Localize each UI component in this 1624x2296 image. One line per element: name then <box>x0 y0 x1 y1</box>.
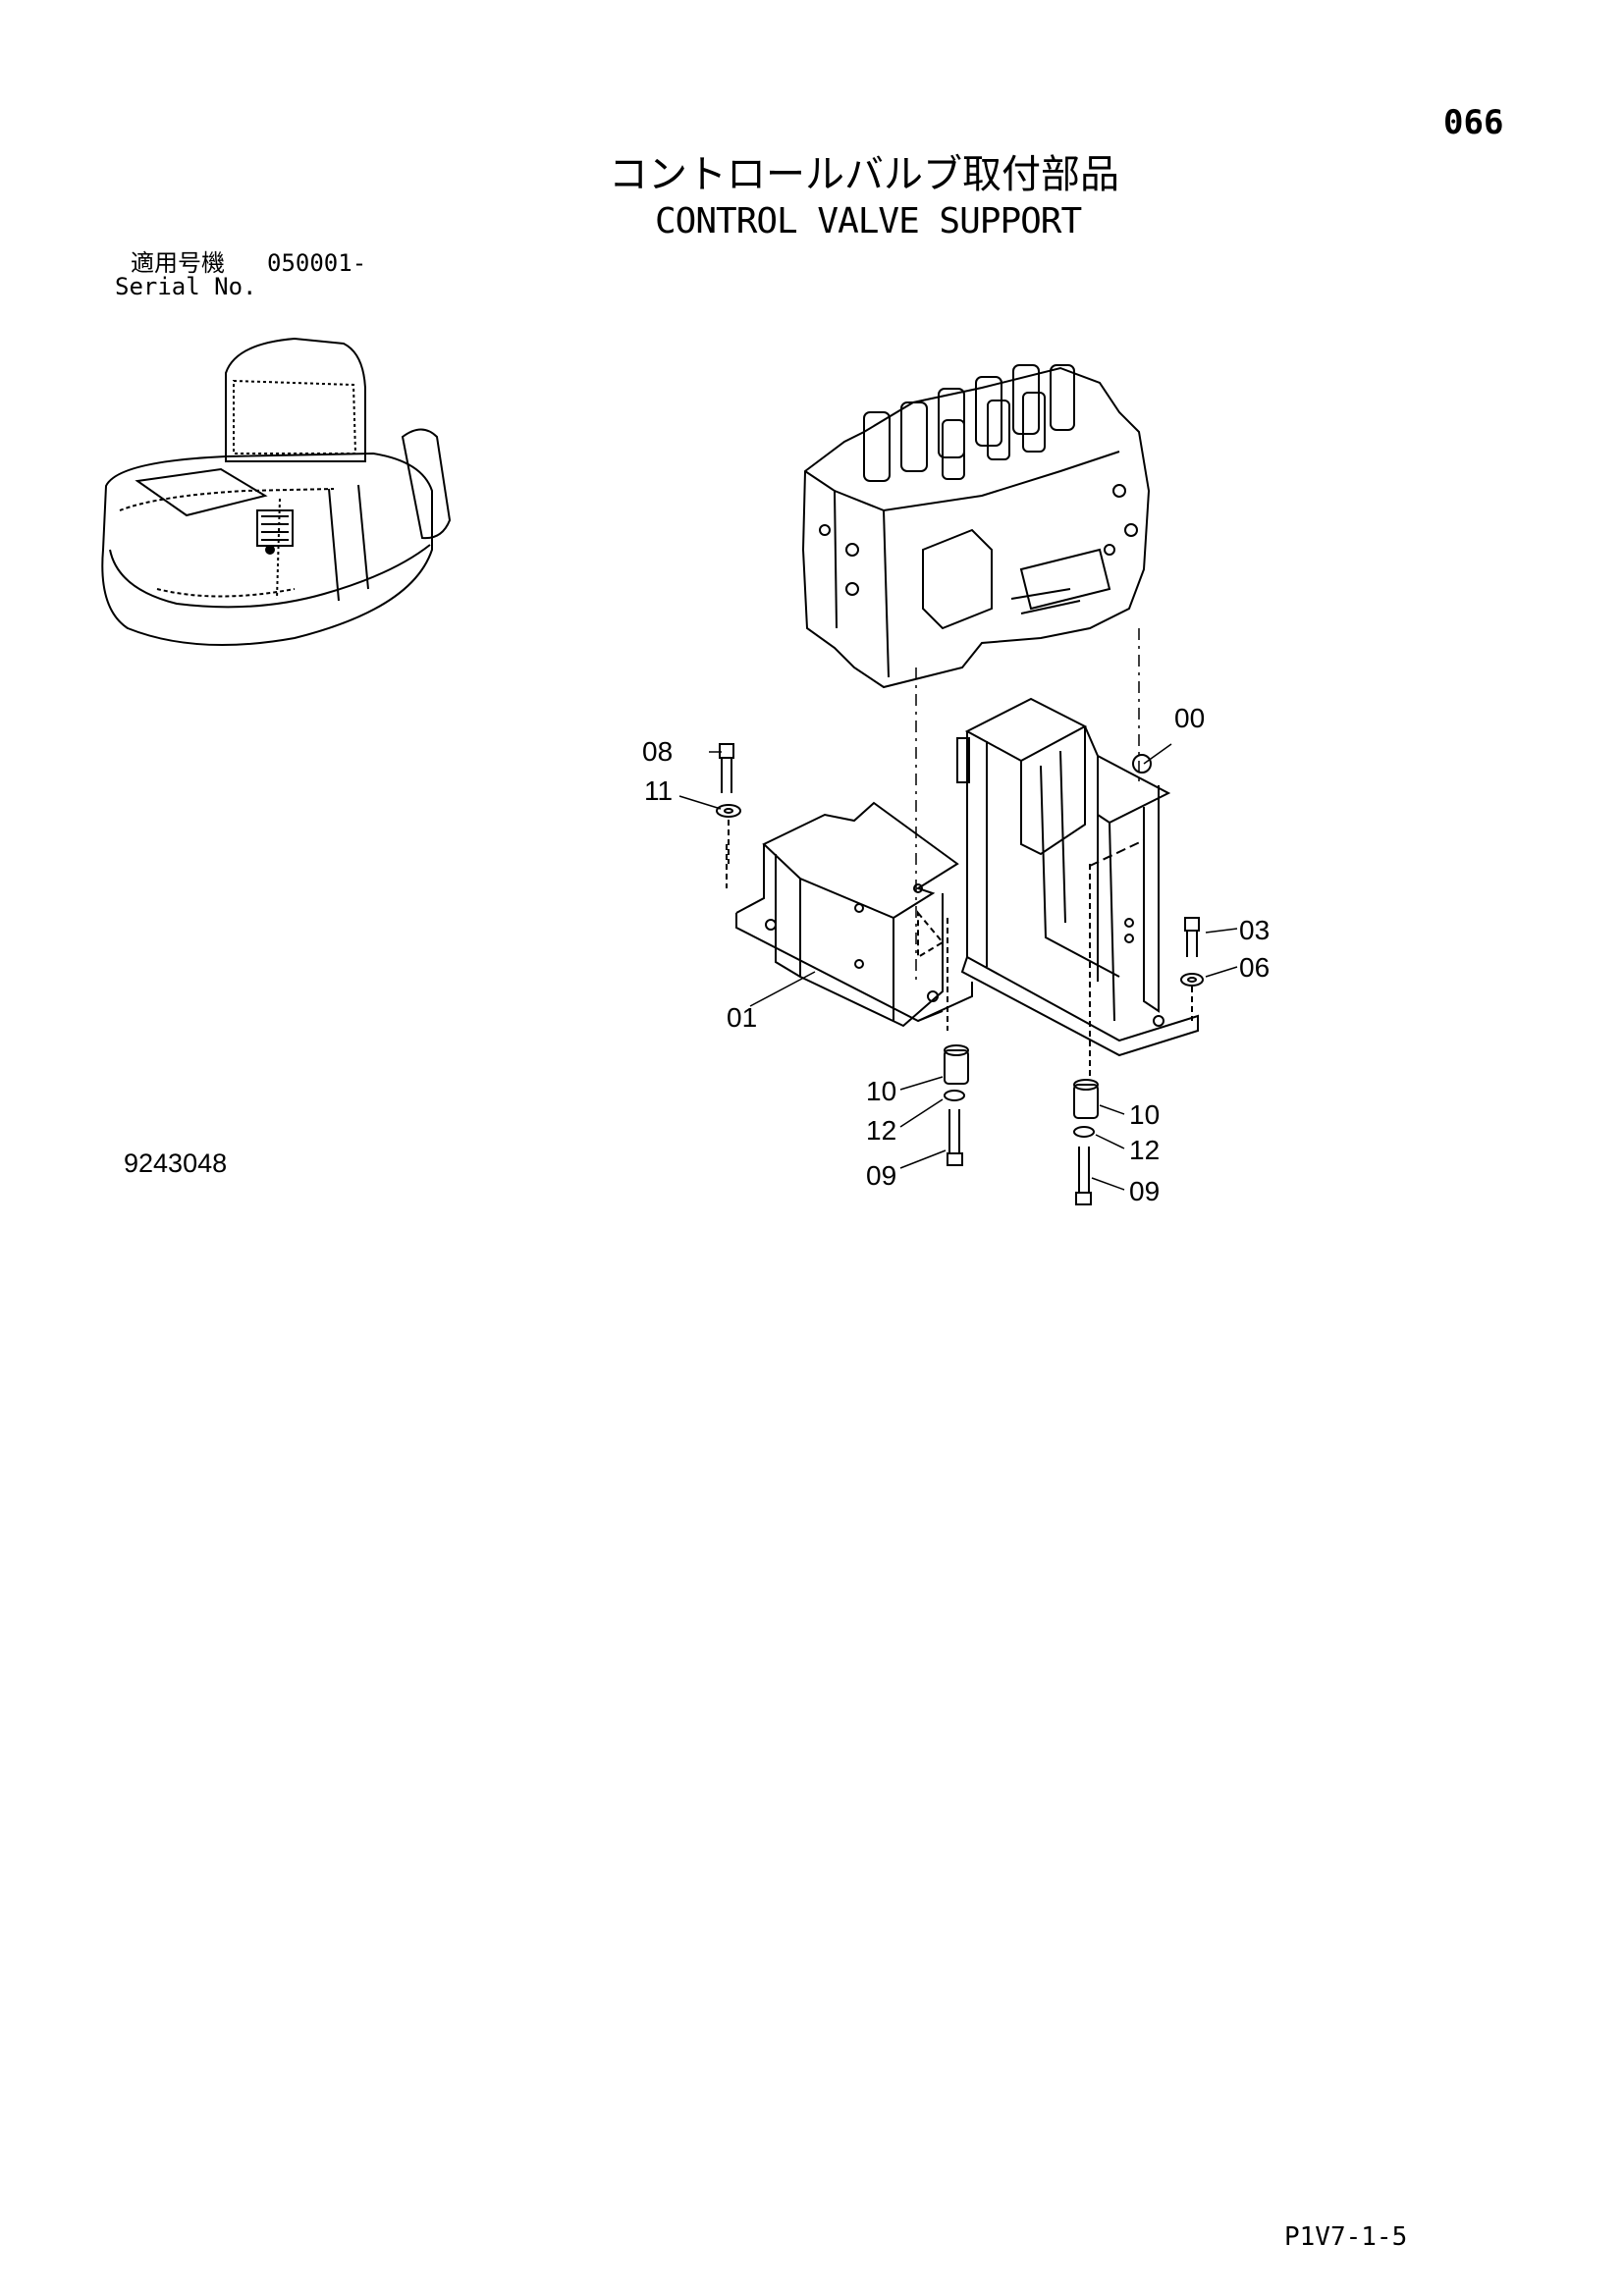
callout-12-right: 12 <box>1129 1135 1161 1165</box>
callout-06: 06 <box>1239 952 1271 983</box>
callout-10-right: 10 <box>1129 1099 1161 1130</box>
callout-10-left: 10 <box>866 1076 897 1106</box>
footer-code: P1V7-1-5 <box>1284 2222 1408 2252</box>
callout-11: 11 <box>644 775 674 806</box>
serial-value: 050001- <box>267 249 367 277</box>
callout-09-left: 09 <box>866 1160 897 1191</box>
serial-label-english: Serial No. <box>115 273 257 300</box>
drawing-number: 9243048 <box>124 1148 228 1178</box>
callout-01: 01 <box>727 1002 758 1033</box>
title-japanese: コントロールバルブ取付部品 <box>609 152 1119 197</box>
callout-09-right: 09 <box>1129 1176 1161 1206</box>
callout-08: 08 <box>642 736 674 767</box>
callout-12-left: 12 <box>866 1115 897 1146</box>
title-english: CONTROL VALVE SUPPORT <box>655 201 1082 241</box>
callout-03: 03 <box>1239 915 1271 945</box>
callout-00: 00 <box>1174 703 1206 733</box>
page-number: 066 <box>1443 103 1504 142</box>
serial-label-japanese: 適用号機 <box>131 249 225 277</box>
